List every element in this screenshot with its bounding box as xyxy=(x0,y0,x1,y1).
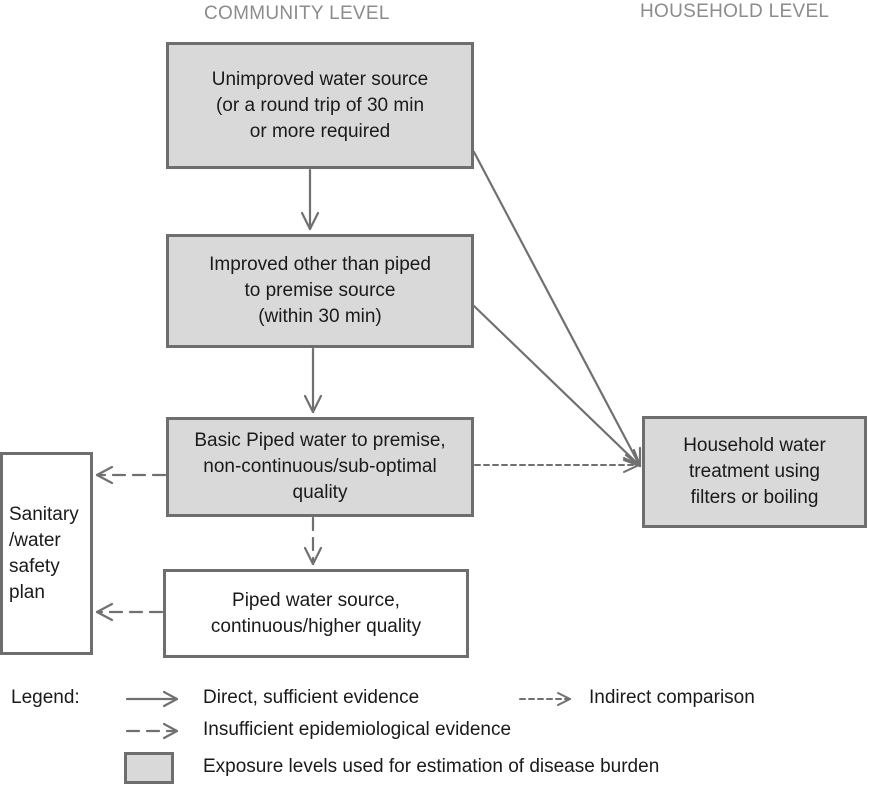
unimproved-source-box: Unimproved water source (or a round trip… xyxy=(166,42,474,169)
arrow-improved-to-household xyxy=(472,304,642,468)
legend-title: Legend: xyxy=(11,687,80,708)
sanitary-plan-label: Sanitary /water safety plan xyxy=(9,503,79,603)
legend-exposure-swatch xyxy=(124,752,174,784)
legend-insufficient-label: Insufficient epidemiological evidence xyxy=(203,719,512,740)
arrow-basic-to-sanitary xyxy=(95,465,167,485)
piped-higher-quality-box: Piped water source, continuous/higher qu… xyxy=(163,569,469,658)
household-level-header: HOUSEHOLD LEVEL xyxy=(640,1,830,22)
legend-insufficient-arrow-icon xyxy=(125,722,179,740)
unimproved-source-label: Unimproved water source (or a round trip… xyxy=(211,68,429,142)
improved-source-label: Improved other than piped to premise sou… xyxy=(209,254,431,327)
legend-exposure-label: Exposure levels used for estimation of d… xyxy=(203,756,660,777)
legend-indirect-arrow-icon xyxy=(519,692,571,706)
legend-direct-label: Direct, sufficient evidence xyxy=(203,687,420,708)
arrow-unimproved-to-household xyxy=(472,150,642,468)
basic-piped-box: Basic Piped water to premise, non-contin… xyxy=(166,417,474,517)
arrow-basic-to-household-indirect xyxy=(474,457,640,473)
household-treatment-label: Household water treatment using filters … xyxy=(683,435,826,508)
legend-indirect-label: Indirect comparison xyxy=(589,687,755,708)
legend-direct-arrow-icon xyxy=(125,690,179,708)
sanitary-plan-box: Sanitary /water safety plan xyxy=(0,452,93,655)
community-level-header: COMMUNITY LEVEL xyxy=(204,3,390,24)
arrow-basic-to-piped-higher xyxy=(303,516,323,566)
improved-source-box: Improved other than piped to premise sou… xyxy=(166,234,474,348)
arrow-piped-higher-to-sanitary xyxy=(95,602,164,622)
basic-piped-label: Basic Piped water to premise, non-contin… xyxy=(194,430,446,503)
arrow-improved-to-basic xyxy=(303,347,323,414)
piped-higher-quality-label: Piped water source, continuous/higher qu… xyxy=(210,589,422,637)
arrow-unimproved-to-improved xyxy=(300,168,320,231)
household-treatment-box: Household water treatment using filters … xyxy=(642,416,867,528)
